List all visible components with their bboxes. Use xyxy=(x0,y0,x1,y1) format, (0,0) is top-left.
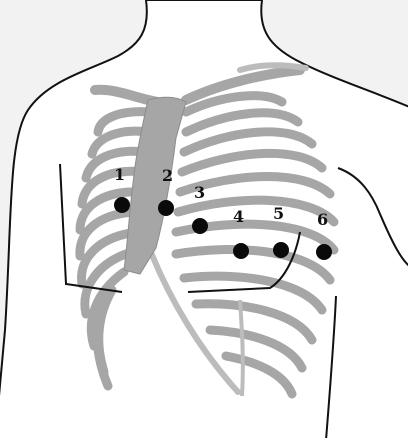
electrode-3[interactable] xyxy=(192,218,208,234)
electrode-6[interactable] xyxy=(316,244,332,260)
electrode-2[interactable] xyxy=(158,200,174,216)
electrode-label-3: 3 xyxy=(194,183,205,202)
electrode-label-6: 6 xyxy=(317,210,328,229)
electrode-label-5: 5 xyxy=(273,204,284,223)
electrode-label-4: 4 xyxy=(233,207,244,226)
electrode-5[interactable] xyxy=(273,242,289,258)
electrode-label-1: 1 xyxy=(114,165,125,184)
electrode-4[interactable] xyxy=(233,243,249,259)
electrode-1[interactable] xyxy=(114,197,130,213)
electrode-label-2: 2 xyxy=(162,166,173,185)
